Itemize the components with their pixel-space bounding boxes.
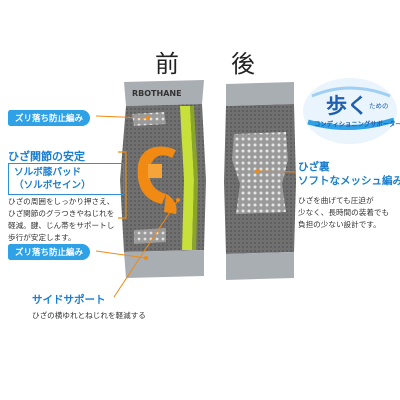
- badge-sub-text: コンディショニングサポーター: [314, 121, 400, 128]
- back-heading: 後: [231, 50, 255, 78]
- side-support-description: ひざの横ゆれとねじれを軽減する: [32, 311, 146, 320]
- callout-dot-top: [146, 116, 150, 120]
- badge-small-text: ための: [369, 102, 389, 110]
- callout-dot-side: [176, 198, 180, 202]
- front-heading: 前: [155, 50, 179, 78]
- pad-line-2: （ソルボセイン）: [14, 180, 91, 191]
- pad-bracket: [118, 151, 127, 219]
- callout-dot-bottom: [144, 256, 148, 260]
- conditioning-badge-shape: [303, 78, 397, 144]
- side-support-title: サイドサポート: [32, 294, 106, 306]
- back-knee-sleeve: [224, 82, 296, 280]
- badge-main-text: 歩く: [326, 94, 368, 118]
- anti-slip-tag-bottom: ズリ落ち防止編み: [8, 244, 91, 260]
- knee-pad-box: ソルボ膝パッド （ソルボセイン）: [8, 163, 124, 195]
- back-mesh-description: ひざを曲げても圧迫が 少なく、長時間の装着でも 負担の少ない設計です。: [298, 196, 390, 229]
- callout-dot-back: [255, 169, 259, 173]
- brand-text: RBOTHANE: [132, 89, 182, 98]
- joint-stability-title: ひざ関節の安定: [8, 150, 85, 163]
- anti-slip-tag-top: ズリ落ち防止編み: [8, 110, 91, 126]
- pad-line-1: ソルボ膝パッド: [14, 167, 82, 178]
- back-mesh-title: ひざ裏 ソフトなメッシュ編み: [298, 161, 400, 187]
- joint-description: ひざの周囲をしっかり押さえ、 ひざ関節のグラつきやねじれを 軽減。腱、じん帯をサ…: [8, 197, 115, 242]
